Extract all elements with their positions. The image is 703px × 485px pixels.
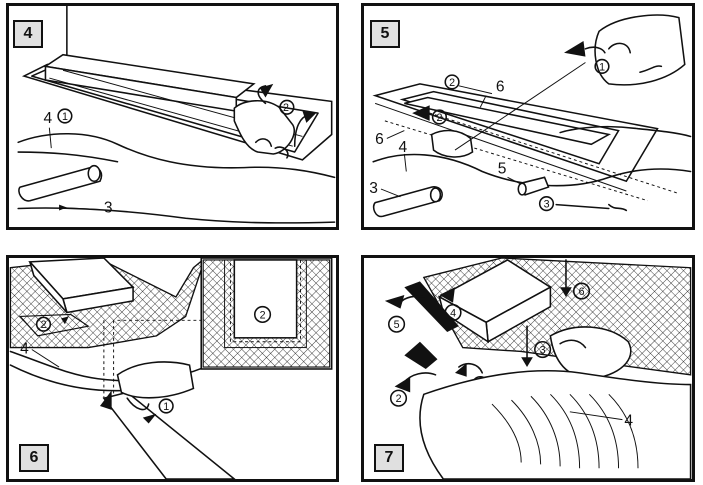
callout-3: 3 (540, 344, 546, 356)
step-number-badge: 5 (370, 20, 400, 48)
step-number-badge: 7 (374, 444, 404, 472)
callout-1: 1 (62, 111, 68, 123)
step-number-badge: 6 (19, 444, 49, 472)
callout-5: 5 (394, 319, 400, 331)
callout-2-inset: 2 (260, 309, 266, 321)
callout-2-top: 2 (449, 77, 455, 89)
step-5-illustration: 1 2 6 6 2 4 3 5 (369, 14, 692, 218)
step-6-illustration: 2 4 1 2 (9, 258, 333, 479)
callout-1: 1 (163, 401, 169, 413)
step-7-illustration: 5 4 6 3 2 1 (384, 258, 692, 479)
label-4: 4 (44, 110, 53, 127)
label-4: 4 (624, 412, 633, 429)
label-4: 4 (399, 139, 408, 156)
label-3: 3 (104, 199, 113, 216)
callout-1: 1 (599, 61, 605, 73)
callout-2-mid: 2 (436, 112, 442, 124)
callout-6: 6 (579, 286, 585, 298)
panel-step-7: 7 5 4 6 3 2 1 (361, 255, 695, 482)
step-number-badge: 4 (13, 20, 43, 48)
label-4: 4 (20, 340, 29, 357)
panel-step-6: 6 2 4 1 2 (6, 255, 339, 482)
label-5: 5 (498, 160, 507, 177)
panel-step-4: 4 2 4 1 3 (6, 3, 339, 230)
label-6-left: 6 (375, 131, 384, 148)
callout-4: 4 (450, 307, 456, 319)
label-6-top: 6 (496, 79, 505, 96)
callout-2: 2 (283, 102, 289, 114)
label-3: 3 (369, 180, 378, 197)
callout-2: 2 (396, 393, 402, 405)
callout-3: 3 (544, 199, 550, 211)
panel-step-5: 5 1 2 6 6 2 4 (361, 3, 695, 230)
step-4-illustration: 2 4 1 3 (17, 6, 336, 224)
callout-2-left: 2 (41, 319, 47, 331)
